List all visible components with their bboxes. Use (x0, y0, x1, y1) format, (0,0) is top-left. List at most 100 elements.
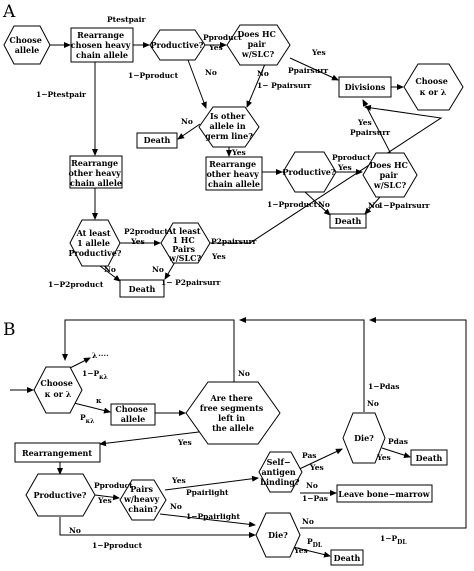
label-yes-hc-pair-2: Yes (357, 118, 372, 127)
edge-productive-to-die2 (59, 517, 256, 538)
label-one-minus-ppairsurr-1: 1− Ppairsurr (257, 81, 312, 90)
node-a-death-1 (136, 132, 178, 149)
node-a-at-least-productive (69, 219, 121, 267)
label-p2product: P2product (124, 227, 168, 236)
panel-a-edge-labels: Ptestpair 1−Ptestpair Pproduct Yes 1−Ppr… (36, 15, 431, 289)
label-yes-other-allele: Yes (231, 148, 246, 157)
edge-atleast-to-death3 (99, 265, 121, 282)
label-no-hc-pair-1: No (257, 69, 269, 78)
edge-hcpair-to-otherallele (246, 63, 266, 108)
label-one-minus-p2pairsurr: 1− P2pairsurr (161, 278, 222, 287)
edge-hcpair2-to-death2 (364, 196, 381, 215)
label-pkl: Pκλ (80, 413, 94, 425)
label-yes-pairs: Yes (171, 476, 186, 485)
node-b-leave-bone-marrow (336, 484, 433, 503)
edge-atleastpairs-to-death3 (164, 261, 176, 280)
label-yes-at-least-productive: Yes (130, 237, 145, 246)
label-one-minus-pproduct-1: 1−Pproduct (128, 71, 179, 80)
node-b-free-segments (185, 381, 281, 445)
label-yes-die-1: Yes (376, 453, 391, 462)
edge-pairs-to-die2 (159, 513, 256, 528)
node-b-pairs-heavy-label: Pairs w/heavy chain? (123, 484, 162, 514)
node-a-rearrange-other-2-label: Rearrange other heavy chain allele (68, 158, 123, 188)
edge-choosekl-to-lambda (69, 357, 91, 369)
node-b-leave-bone-marrow-label: Leave bone−marrow (338, 489, 430, 499)
node-a-productive-2 (282, 151, 337, 193)
label-one-minus-p2product: 1−P2product (48, 280, 104, 289)
label-lambda: λ···· (92, 351, 109, 360)
panel-label-b: B (3, 320, 16, 340)
label-pproduct-1: Pproduct (203, 33, 242, 42)
node-a-rearrange-other-2 (69, 155, 123, 189)
label-no-hc-pair-2: No (368, 201, 380, 210)
node-b-die-1 (342, 412, 386, 464)
edge-productive2-to-death2 (304, 191, 331, 216)
node-a-rearrange-chosen-label: Rearrange chosen heavy chain allele (71, 30, 133, 60)
label-p2pairsurr: P2pairsurr (211, 237, 257, 246)
node-b-death-2-label: Death (334, 553, 361, 563)
edge-freesegments-to-rearrangement (99, 429, 216, 447)
edge-otherallele-to-death (177, 123, 201, 140)
node-b-rearrangement-label: Rearrangement (22, 448, 92, 458)
label-yes-self-antigen: Yes (309, 463, 324, 472)
label-one-minus-ppairsurr-2: 1−Ppairsurr (378, 201, 431, 210)
edge-productive-to-pairs (94, 494, 120, 501)
label-one-minus-pdl: 1−PDL (380, 534, 407, 546)
edge-selfantigen-to-die1 (292, 448, 343, 473)
node-a-rearrange-other-1-label: Rearrange other heavy chain allele (206, 159, 261, 189)
node-b-self-antigen-label: Self− antigen binding? (260, 457, 299, 487)
label-one-minus-ptestpair: 1−Ptestpair (36, 90, 87, 99)
label-yes-productive-2: Yes (337, 163, 352, 172)
label-no-pairs: No (170, 502, 182, 511)
label-yes-productive-1: Yes (208, 43, 223, 52)
node-a-death-3 (119, 279, 165, 298)
label-pdas: Pdas (388, 437, 408, 446)
label-kappa: κ (96, 396, 102, 405)
node-a-divisions-label: Divisions (345, 82, 386, 92)
label-yes-productive: Yes (97, 496, 112, 505)
node-a-choose-allele-label: Choose allele (9, 35, 44, 55)
node-b-die-2 (255, 512, 301, 558)
label-no-at-least-pairs: No (152, 265, 164, 274)
label-ptestpair: Ptestpair (107, 15, 147, 24)
node-a-choose-kappa-lambda-label: Choose κ or λ (415, 76, 450, 97)
label-one-minus-pproduct-2: 1−Pproduct (267, 200, 318, 209)
label-one-minus-pproduct: 1−Pproduct (92, 541, 143, 550)
node-b-free-segments-label: Are there free segments left in the alle… (200, 393, 266, 433)
label-one-minus-ppairlight: 1−Ppairlight (186, 512, 240, 521)
node-b-choose-kappa-lambda-label: Choose κ or λ (40, 378, 75, 399)
node-b-pairs-heavy (119, 479, 167, 521)
edge-hcpair2-to-divisions (362, 99, 392, 155)
node-a-productive-1 (149, 29, 206, 61)
edge-atleastpairs-to-divisions (210, 104, 443, 244)
label-ppairlight: Ppairlight (186, 488, 229, 497)
label-no-productive-2: No (318, 200, 330, 209)
panel-a-edges (50, 42, 443, 282)
node-b-choose-allele (110, 403, 156, 426)
edge-choosekl-to-chooseallele (69, 401, 111, 414)
panel-b-edge-labels: λ···· 1−Pκλ κ Pκλ No Yes Pproduct Yes No… (69, 351, 408, 555)
label-pas: Pas (302, 451, 317, 460)
panel-label-a: A (2, 2, 16, 22)
node-a-hc-pair-1-label: Does HC pair w/SLC? (237, 29, 278, 59)
panel-b-edges (10, 317, 467, 558)
label-pdl: PDL (307, 537, 323, 549)
node-a-at-least-pairs (160, 222, 211, 264)
label-no-productive-1: No (205, 68, 217, 77)
node-b-self-antigen (258, 451, 303, 493)
node-a-at-least-productive-label: At least 1 allele Productive? (68, 228, 121, 258)
node-a-death-3-label: Death (129, 284, 156, 294)
node-a-rearrange-chosen (70, 27, 134, 63)
node-a-divisions (338, 76, 392, 98)
label-no-free-segments: No (238, 369, 250, 378)
label-pproduct: Pproduct (94, 481, 133, 490)
node-b-productive (25, 473, 96, 517)
label-pproduct-2: Pproduct (332, 153, 371, 162)
label-no-at-least-productive: No (104, 265, 116, 274)
node-a-hc-pair-1 (226, 24, 291, 66)
edge-die2-no-loop (300, 317, 467, 529)
edge-pairs-to-selfantigen (164, 475, 259, 491)
label-no-other-allele: No (181, 117, 193, 126)
edge-freesegments-no-loop (62, 319, 235, 382)
